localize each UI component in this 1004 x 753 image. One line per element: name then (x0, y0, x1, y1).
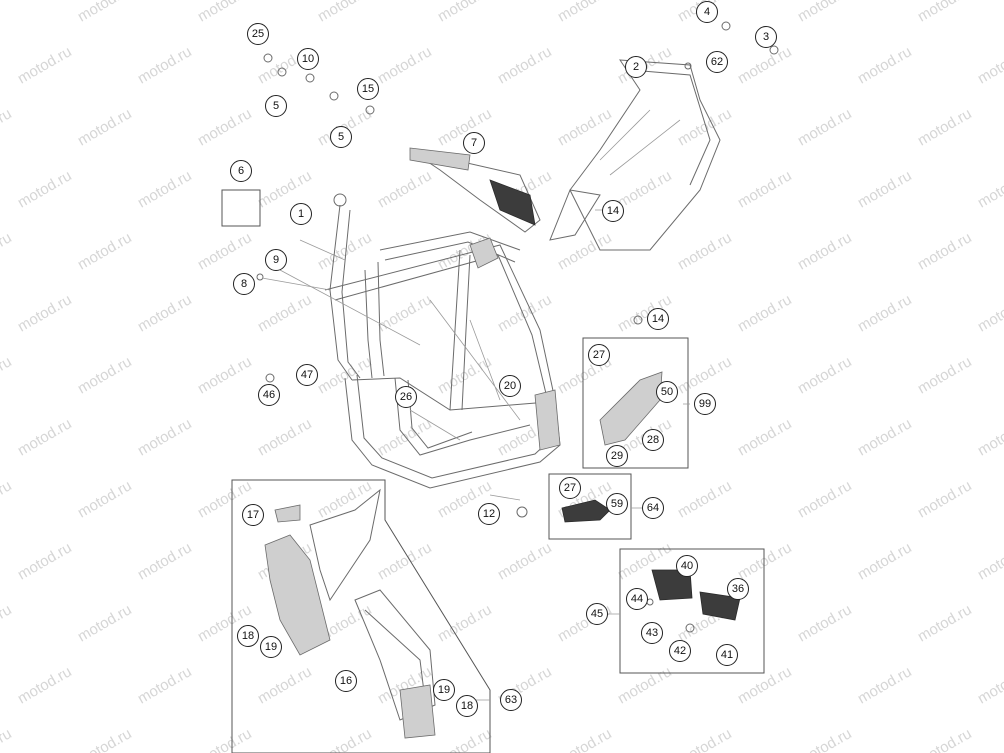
callout-18[interactable]: 18 (456, 695, 478, 717)
callout-9[interactable]: 9 (265, 249, 287, 271)
callout-41[interactable]: 41 (716, 644, 738, 666)
callout-64[interactable]: 64 (642, 497, 664, 519)
callout-8[interactable]: 8 (233, 273, 255, 295)
callout-27[interactable]: 27 (588, 344, 610, 366)
callout-14[interactable]: 14 (647, 308, 669, 330)
callout-15[interactable]: 15 (357, 78, 379, 100)
callout-47[interactable]: 47 (296, 364, 318, 386)
callout-6[interactable]: 6 (230, 160, 252, 182)
callout-18[interactable]: 18 (237, 625, 259, 647)
footrest-assembly (646, 569, 741, 633)
callout-20[interactable]: 20 (499, 375, 521, 397)
callout-50[interactable]: 50 (656, 381, 678, 403)
small-hardware (256, 21, 779, 518)
callout-36[interactable]: 36 (727, 578, 749, 600)
rear-subframe (409, 59, 721, 251)
callout-40[interactable]: 40 (676, 555, 698, 577)
assembly-box-45 (619, 548, 765, 674)
assembly-box-6 (221, 189, 261, 227)
callout-1[interactable]: 1 (290, 203, 312, 225)
callout-5[interactable]: 5 (330, 126, 352, 148)
callout-42[interactable]: 42 (669, 640, 691, 662)
assembly-box-64 (548, 473, 632, 540)
main-frame (279, 204, 561, 489)
callout-16[interactable]: 16 (335, 670, 357, 692)
callout-2[interactable]: 2 (625, 56, 647, 78)
shroud-and-guard (264, 488, 436, 739)
callout-19[interactable]: 19 (260, 636, 282, 658)
callout-19[interactable]: 19 (433, 679, 455, 701)
callout-4[interactable]: 4 (696, 1, 718, 23)
callout-17[interactable]: 17 (242, 504, 264, 526)
callout-99[interactable]: 99 (694, 393, 716, 415)
callout-27[interactable]: 27 (559, 477, 581, 499)
chain-guide (561, 371, 663, 523)
callout-45[interactable]: 45 (586, 603, 608, 625)
callout-44[interactable]: 44 (626, 588, 648, 610)
callout-25[interactable]: 25 (247, 23, 269, 45)
callout-29[interactable]: 29 (606, 445, 628, 467)
callout-28[interactable]: 28 (642, 429, 664, 451)
leader-lines (472, 403, 690, 701)
callout-14[interactable]: 14 (602, 200, 624, 222)
callout-5[interactable]: 5 (265, 95, 287, 117)
callout-46[interactable]: 46 (258, 384, 280, 406)
assembly-box-63 (231, 479, 491, 753)
callout-62[interactable]: 62 (706, 51, 728, 73)
callout-3[interactable]: 3 (755, 26, 777, 48)
callout-59[interactable]: 59 (606, 493, 628, 515)
callout-10[interactable]: 10 (297, 48, 319, 70)
callout-63[interactable]: 63 (500, 689, 522, 711)
assembly-box-99 (582, 337, 689, 469)
callout-7[interactable]: 7 (463, 132, 485, 154)
callout-43[interactable]: 43 (641, 622, 663, 644)
callout-12[interactable]: 12 (478, 503, 500, 525)
callout-26[interactable]: 26 (395, 386, 417, 408)
